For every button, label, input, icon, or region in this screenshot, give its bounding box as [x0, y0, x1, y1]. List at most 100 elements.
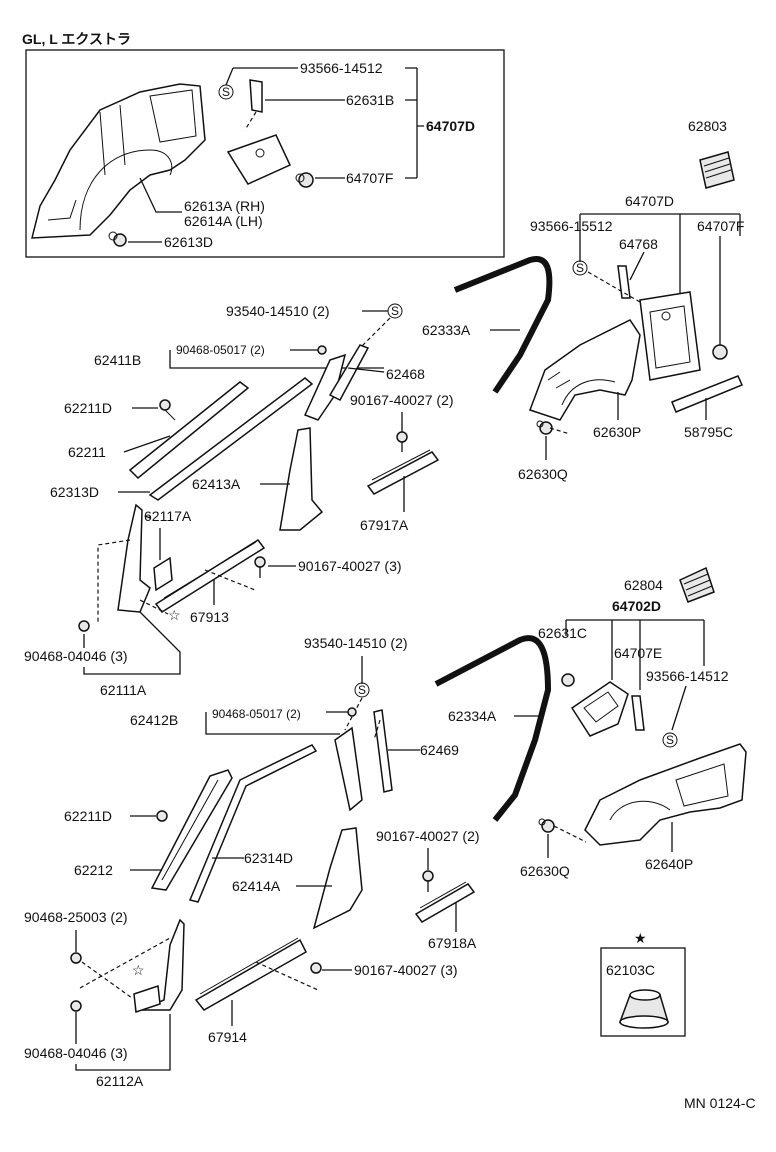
clip-90468-04046-2 — [70, 1000, 82, 1012]
vent-grille-62803 — [699, 151, 735, 189]
bolt-90167 — [396, 431, 408, 452]
label-64707d-2: 64707D — [625, 193, 674, 209]
label-90468-25003: 90468-25003 (2) — [24, 909, 128, 925]
label-90167-40027-3: 90167-40027 (3) — [298, 558, 402, 574]
label-93540-14510: 93540-14510 (2) — [226, 303, 330, 319]
knob-64707f-2 — [712, 344, 728, 360]
label-62212: 62212 — [74, 862, 113, 878]
screw-icon: S — [218, 84, 234, 100]
pillar-trim-62413a — [279, 427, 324, 531]
label-62314d: 62314D — [244, 850, 293, 866]
weatherstrip-62211 — [128, 377, 314, 501]
scuff-plate-67918a — [414, 881, 476, 923]
label-62613a: 62613A (RH) — [184, 198, 265, 214]
label-64702d: 64702D — [612, 598, 661, 614]
pillar-lower-62111a — [117, 503, 173, 613]
label-62414a: 62414A — [232, 878, 281, 894]
lid-frame-64707d — [639, 291, 701, 381]
label-90468-05017-2: 90468-05017 (2) — [212, 707, 301, 721]
clip-90468-04046 — [78, 620, 90, 632]
label-64768: 64768 — [619, 236, 658, 252]
label-62211: 62211 — [68, 444, 106, 460]
label-62630q-2: 62630Q — [520, 863, 570, 879]
label-64707d: 64707D — [426, 118, 475, 134]
label-62804: 62804 — [624, 577, 663, 593]
label-62614a: 62614A (LH) — [184, 213, 263, 229]
svg-text:S: S — [222, 85, 230, 99]
label-90167-40027-2: 90167-40027 (2) — [376, 828, 480, 844]
clip-90468-05017 — [317, 345, 327, 355]
clip-62630q — [536, 420, 553, 435]
pillar-garnish-62411b — [303, 344, 370, 421]
screw-icon: S — [354, 682, 370, 698]
star-mark: ☆ — [168, 607, 181, 623]
label-67917a: 67917A — [360, 517, 409, 533]
label-62112a: 62112A — [96, 1073, 144, 1089]
clip-62613d — [108, 231, 127, 247]
pillar-lower-62112a — [133, 918, 185, 1014]
label-62333a: 62333A — [422, 322, 471, 338]
clip-90468-05017-2 — [347, 707, 357, 717]
label-93566-14512: 93566-14512 — [300, 60, 383, 76]
label-62613d: 62613D — [164, 234, 213, 250]
quarter-trim-panel-inset — [31, 83, 206, 239]
knob-64707f — [295, 172, 314, 188]
star-mark: ★ — [634, 930, 647, 946]
label-67918a: 67918A — [428, 935, 477, 951]
bolt-90167 — [310, 962, 322, 974]
label-67913: 67913 — [190, 609, 229, 625]
label-90468-04046-2: 90468-04046 (3) — [24, 1045, 128, 1061]
star-mark: ☆ — [132, 962, 145, 978]
label-62313d: 62313D — [50, 484, 99, 500]
label-90468-04046: 90468-04046 (3) — [24, 648, 128, 664]
screw-icon: S — [662, 732, 678, 748]
label-62211d: 62211D — [64, 400, 112, 416]
label-90167-40027-3b: 90167-40027 (3) — [354, 962, 458, 978]
label-62631b: 62631B — [346, 92, 394, 108]
label-64707e: 64707E — [614, 645, 662, 661]
label-64707f-2: 64707F — [697, 218, 744, 234]
label-62411b: 62411B — [94, 352, 141, 368]
quarter-panel-62640p — [584, 743, 747, 846]
part-box-62103c — [600, 947, 686, 1037]
weatherstrip-62333a — [453, 256, 553, 394]
bolt-90167 — [254, 556, 266, 578]
label-62469: 62469 — [420, 742, 459, 758]
svg-text:S: S — [391, 304, 399, 318]
diagram-code: MN 0124-C — [684, 1095, 756, 1111]
label-62103c: 62103C — [606, 962, 655, 978]
clip-90468-25003 — [70, 952, 82, 964]
weatherstrip-62334a — [434, 635, 552, 822]
inset-frame — [25, 49, 505, 258]
weatherstrip-62212 — [150, 769, 233, 891]
inset-title: GL, L エクストラ — [22, 31, 131, 47]
label-67914: 67914 — [208, 1029, 247, 1045]
clip-62211d-2 — [156, 810, 168, 822]
pillar-garnish-62412b — [334, 726, 363, 812]
label-93566-15512: 93566-15512 — [530, 218, 613, 234]
bracket-62631b — [249, 79, 263, 113]
scuff-plate-67914 — [194, 937, 307, 1011]
label-64707f: 64707F — [346, 170, 393, 186]
screw-icon: S — [387, 303, 403, 319]
strip-58795c — [671, 375, 743, 413]
vent-grille-62804 — [679, 566, 715, 603]
label-62117a: 62117A — [144, 508, 192, 524]
label-62630p: 62630P — [593, 424, 641, 440]
label-62803: 62803 — [688, 118, 727, 134]
label-90468-05017: 90468-05017 (2) — [176, 343, 265, 357]
pillar-trim-62414a — [312, 827, 363, 930]
bolt-90167 — [422, 870, 434, 892]
scuff-plate-67917a — [366, 449, 440, 495]
quarter-panel-62630p — [529, 319, 641, 421]
bracket-64707e — [631, 695, 645, 731]
weatherstrip-62314d — [188, 744, 318, 903]
label-62412b: 62412B — [130, 712, 178, 728]
label-62211d-2: 62211D — [64, 808, 112, 824]
label-62111a: 62111A — [100, 682, 147, 698]
svg-text:S: S — [666, 733, 674, 747]
lid-64707e — [570, 681, 629, 737]
label-93566-14512-2: 93566-14512 — [646, 668, 729, 684]
label-62630q: 62630Q — [518, 466, 568, 482]
